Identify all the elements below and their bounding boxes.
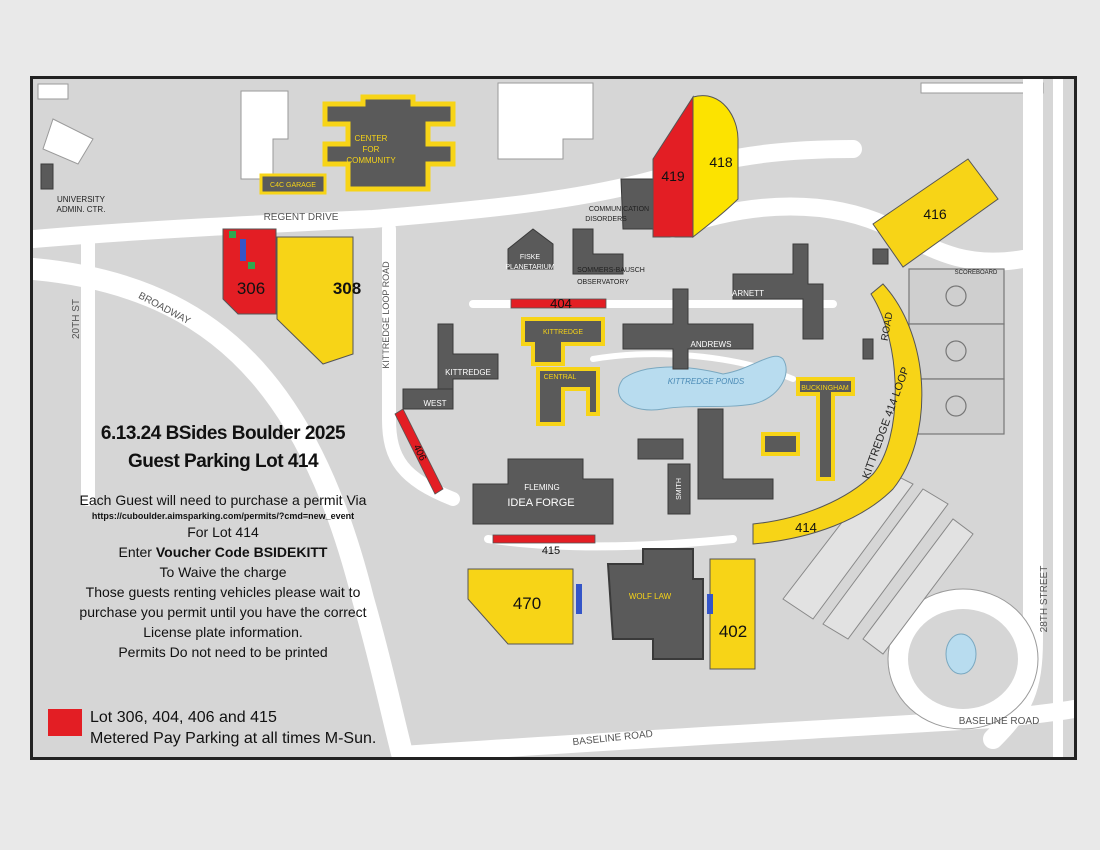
- label-smith: SMITH: [676, 478, 683, 500]
- lot-415: [492, 534, 596, 544]
- label-wolf-law: WOLF LAW: [629, 592, 672, 601]
- label-west: WEST: [423, 399, 446, 408]
- building-labels: CENTER FOR COMMUNITY C4C GARAGE UNIVERSI…: [57, 134, 998, 601]
- lot-label-414: 414: [795, 520, 817, 535]
- label-kittredge-ponds: KITTREDGE PONDS: [668, 377, 745, 386]
- lot-404: [510, 298, 607, 309]
- athletic-fields: [908, 268, 1005, 435]
- label-arnett: ARNETT: [732, 289, 764, 298]
- label-andrews: ANDREWS: [691, 340, 732, 349]
- accessible-marker: [576, 584, 582, 614]
- lot-418: [692, 95, 739, 239]
- lot-label-308: 308: [333, 279, 361, 298]
- legend-line1: Lot 306, 404, 406 and 415: [90, 709, 277, 726]
- info-panel: 6.13.24 BSides Boulder 2025 Guest Parkin…: [37, 420, 409, 662]
- lot-414: [752, 283, 923, 545]
- campus-map-frame: 306 308 419 418 416 404 406 414 415 470 …: [30, 76, 1077, 760]
- instruction-line2: For Lot 414: [187, 524, 259, 540]
- lot-label-404: 404: [550, 296, 572, 311]
- instruction-line5: purchase you permit until you have the c…: [79, 604, 367, 620]
- lot-416: [872, 158, 999, 268]
- background-blocks: [37, 82, 1044, 180]
- lot-label-415: 415: [542, 545, 560, 557]
- label-fiske-2: PLANETARIUM: [505, 264, 554, 271]
- kittredge-pond: [618, 355, 787, 411]
- label-center-community-3: COMMUNITY: [346, 156, 396, 165]
- label-sommers-1: SOMMERS-BAUSCH: [577, 267, 645, 274]
- campus-map: 306 308 419 418 416 404 406 414 415 470 …: [33, 79, 1074, 757]
- accessible-marker: [707, 594, 713, 614]
- lot-402: [709, 558, 756, 670]
- permit-url[interactable]: https://cuboulder.aimsparking.com/permit…: [91, 511, 355, 521]
- instruction-line1: Each Guest will need to purchase a permi…: [79, 492, 367, 508]
- voucher-prefix: Enter: [118, 544, 156, 560]
- label-idea-forge: IDEA FORGE: [507, 497, 574, 509]
- label-communication-1: COMMUNICATION: [589, 206, 649, 213]
- lot-406: [394, 408, 444, 495]
- voucher-code: Voucher Code BSIDEKITT: [155, 544, 328, 560]
- label-fiske-1: FISKE: [520, 254, 541, 261]
- interchange: [887, 588, 1039, 730]
- ev-marker: [229, 231, 236, 238]
- lot-label-470: 470: [513, 594, 541, 613]
- lot-label-419: 419: [661, 168, 685, 184]
- street-baseline-right: BASELINE ROAD: [959, 716, 1040, 727]
- street-28th: 28TH STREET: [1039, 566, 1050, 633]
- lot-label-416: 416: [923, 206, 947, 222]
- label-communication-2: DISORDERS: [585, 216, 627, 223]
- accessible-marker: [240, 239, 246, 261]
- lot-label-402: 402: [719, 622, 747, 641]
- parking-lots: [222, 95, 999, 670]
- label-kittredge-north: KITTREDGE: [543, 329, 583, 336]
- label-kittredge-west: KITTREDGE: [445, 368, 491, 377]
- label-center-community-1: CENTER: [355, 134, 388, 143]
- label-buckingham: BUCKINGHAM: [801, 385, 849, 392]
- lot-306: [222, 228, 277, 315]
- label-fleming: FLEMING: [524, 483, 560, 492]
- lot-label-306: 306: [237, 279, 265, 298]
- instruction-line7: Permits Do not need to be printed: [118, 644, 328, 660]
- label-scoreboard: SCOREBOARD: [955, 270, 998, 276]
- event-title-line1: 6.13.24 BSides Boulder 2025: [100, 423, 346, 444]
- label-c4c-garage: C4C GARAGE: [270, 182, 316, 189]
- label-sommers-2: OBSERVATORY: [577, 279, 629, 286]
- voucher-line: Enter Voucher Code BSIDEKITT: [37, 542, 409, 562]
- lot-label-418: 418: [709, 154, 733, 170]
- legend-text: Lot 306, 404, 406 and 415 Metered Pay Pa…: [90, 707, 376, 749]
- legend: Lot 306, 404, 406 and 415 Metered Pay Pa…: [48, 707, 376, 749]
- event-title-line2: Guest Parking Lot 414: [127, 451, 319, 472]
- lot-308: [276, 236, 354, 365]
- instruction-line4: Those guests renting vehicles please wai…: [85, 584, 361, 600]
- label-center-community-2: FOR: [363, 145, 380, 154]
- label-university-admin-1: UNIVERSITY: [57, 195, 106, 204]
- lot-470: [467, 568, 574, 645]
- parking-rows: [782, 468, 974, 655]
- street-road: ROAD: [880, 311, 896, 341]
- instruction-line3: To Waive the charge: [159, 564, 287, 580]
- campus-buildings: [40, 94, 889, 660]
- legend-paid-swatch: [48, 709, 82, 736]
- street-20th: 20TH ST: [71, 299, 82, 339]
- street-kittredge-loop: KITTREDGE LOOP ROAD: [381, 261, 391, 369]
- label-university-admin-2: ADMIN. CTR.: [57, 205, 106, 214]
- ev-marker: [248, 262, 255, 269]
- street-regent: REGENT DRIVE: [264, 212, 339, 223]
- legend-line2: Metered Pay Parking at all times M-Sun.: [90, 730, 377, 747]
- instruction-line6: License plate information.: [143, 624, 303, 640]
- label-central: CENTRAL: [544, 374, 577, 381]
